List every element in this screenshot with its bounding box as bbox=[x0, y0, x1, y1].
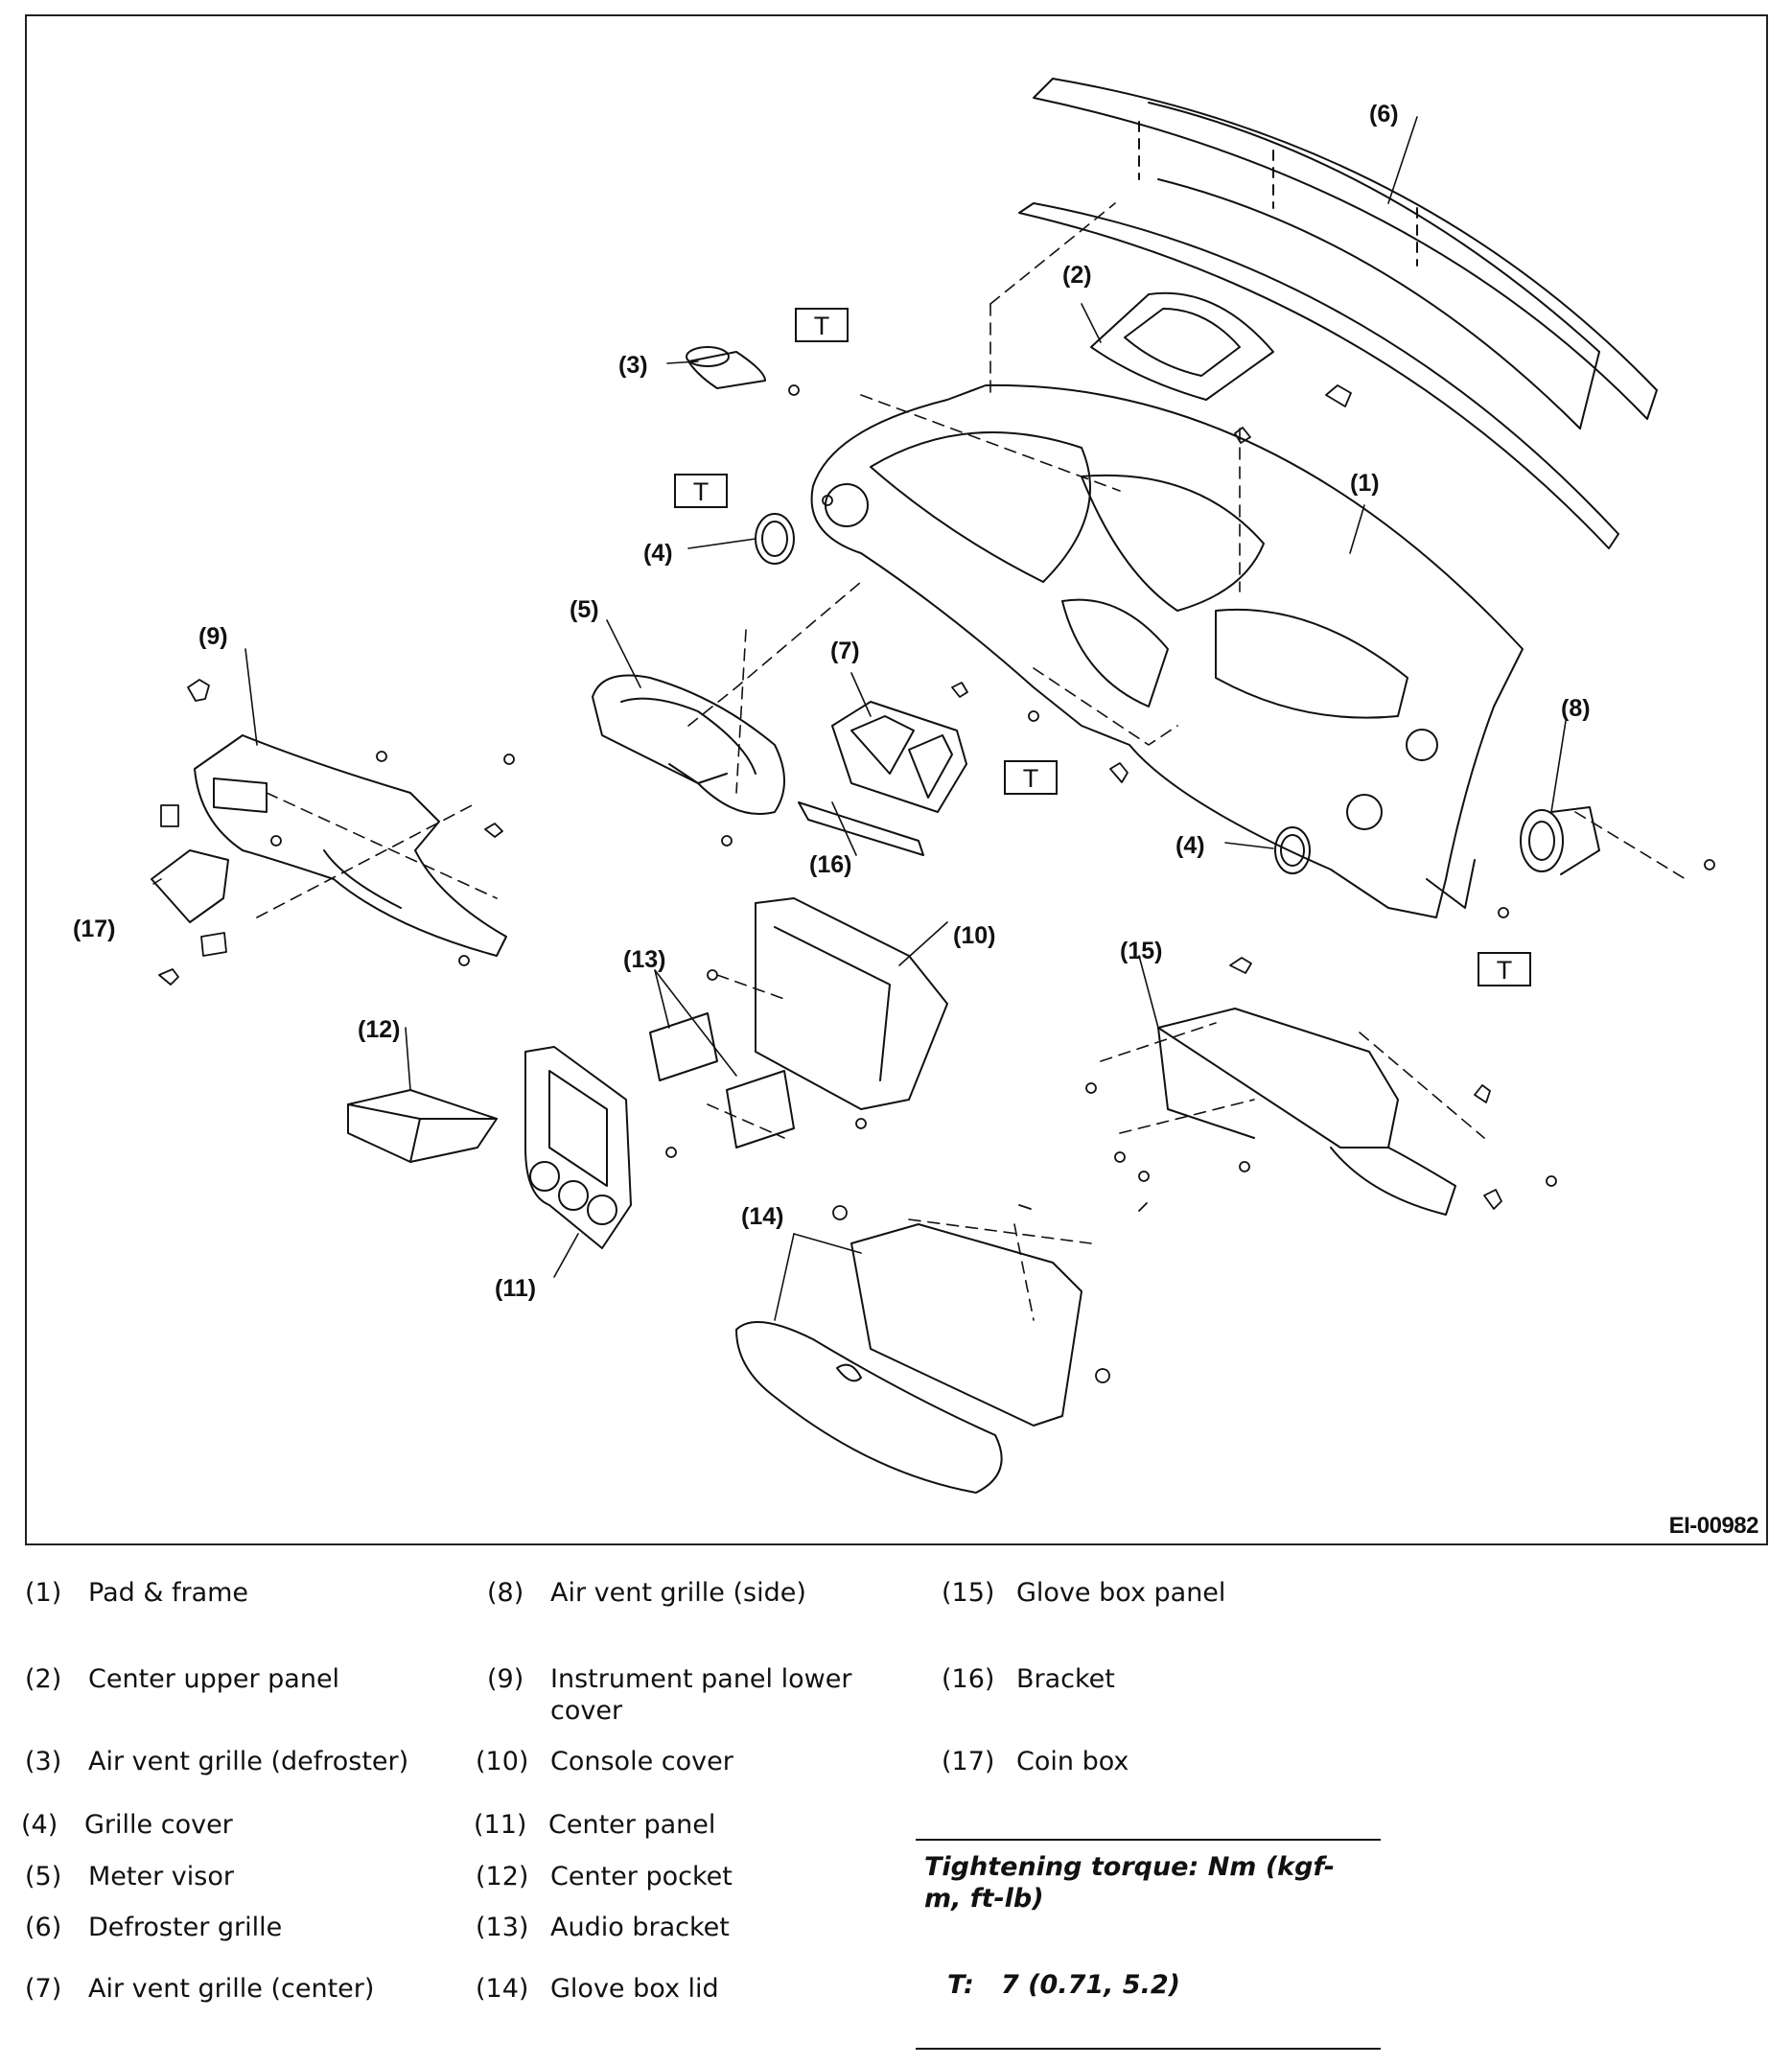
legend-item-15: (15)Glove box panel bbox=[942, 1578, 1226, 1608]
air-vent-grille-defroster-part bbox=[686, 346, 766, 389]
legend-item-10: (10)Console cover bbox=[476, 1747, 733, 1776]
torque-top-rule bbox=[916, 1839, 1381, 1841]
legend-item-13: (13)Audio bracket bbox=[476, 1913, 730, 1942]
exploded-diagram: T T T T (6) (2) (3) (1) (4) (5) (7) (9) … bbox=[73, 78, 1715, 1494]
torque-marker-3: T bbox=[1004, 760, 1058, 795]
legend-item-2: (2)Center upper panel bbox=[25, 1664, 340, 1694]
glove-box-panel-part bbox=[1157, 1008, 1456, 1216]
callout-5: (5) bbox=[570, 596, 599, 623]
exploded-view-figure: T T T T (6) (2) (3) (1) (4) (5) (7) (9) … bbox=[25, 14, 1768, 1545]
torque-bottom-rule bbox=[916, 2048, 1381, 2050]
legend-item-12: (12)Center pocket bbox=[476, 1862, 733, 1891]
legend-item-17: (17)Coin box bbox=[942, 1747, 1129, 1776]
callout-leader-lines bbox=[152, 116, 1567, 1321]
callout-1: (1) bbox=[1350, 470, 1380, 497]
svg-text:T: T bbox=[1023, 764, 1039, 793]
torque-spec: 7 (0.71, 5.2) bbox=[1001, 1970, 1180, 2000]
callout-16: (16) bbox=[809, 851, 851, 878]
torque-marker-1: T bbox=[795, 308, 849, 342]
torque-symbol: T: bbox=[947, 1970, 974, 2000]
air-vent-grille-center-part bbox=[831, 701, 967, 813]
svg-text:T: T bbox=[693, 477, 710, 506]
center-upper-panel-part bbox=[1090, 291, 1274, 401]
defroster-grille-part bbox=[1018, 78, 1658, 549]
center-pocket-part bbox=[347, 1089, 498, 1163]
legend-item-7: (7)Air vent grille (center) bbox=[25, 1974, 375, 2004]
callout-17: (17) bbox=[73, 916, 115, 942]
callout-12: (12) bbox=[358, 1016, 400, 1043]
torque-value: T: 7 (0.71, 5.2) bbox=[947, 1970, 1180, 2000]
instrument-panel-lower-cover-part bbox=[194, 734, 507, 957]
callout-2: (2) bbox=[1062, 262, 1092, 289]
callout-15: (15) bbox=[1120, 938, 1162, 964]
center-panel-part bbox=[524, 1046, 632, 1249]
legend-item-14: (14)Glove box lid bbox=[476, 1974, 719, 2004]
callout-9: (9) bbox=[198, 623, 228, 650]
svg-text:T: T bbox=[814, 312, 830, 340]
torque-marker-4: T bbox=[1478, 952, 1531, 986]
legend-item-5: (5)Meter visor bbox=[25, 1862, 234, 1891]
callout-4-left: (4) bbox=[643, 540, 673, 567]
svg-text:T: T bbox=[1497, 956, 1513, 985]
air-vent-grille-side-part bbox=[1520, 806, 1600, 875]
console-cover-part bbox=[755, 897, 948, 1110]
legend-item-1: (1)Pad & frame bbox=[25, 1578, 249, 1608]
leader-dashed-lines bbox=[256, 202, 1687, 1321]
legend-item-16: (16)Bracket bbox=[942, 1664, 1115, 1694]
bracket-part bbox=[798, 801, 924, 856]
callout-14: (14) bbox=[741, 1203, 783, 1230]
glove-box-lid-part bbox=[735, 1223, 1082, 1494]
torque-title: Tightening torque: Nm (kgf-m, ft-lb) bbox=[924, 1852, 1335, 1914]
pad-and-frame-part bbox=[810, 383, 1524, 918]
callout-10: (10) bbox=[953, 922, 995, 949]
callout-4-right: (4) bbox=[1175, 832, 1205, 859]
legend-item-9: (9)Instrument panel lower cover bbox=[487, 1664, 852, 1726]
legend-item-6: (6)Defroster grille bbox=[25, 1913, 283, 1942]
legend-item-4: (4)Grille cover bbox=[21, 1810, 233, 1840]
coin-box-part bbox=[151, 849, 229, 923]
torque-marker-2: T bbox=[674, 474, 728, 508]
legend-item-11: (11)Center panel bbox=[474, 1810, 716, 1840]
fastener-clips bbox=[158, 384, 1715, 1383]
callout-8: (8) bbox=[1561, 695, 1591, 722]
callout-13: (13) bbox=[623, 946, 665, 973]
callout-6: (6) bbox=[1369, 101, 1399, 128]
meter-visor-part bbox=[592, 674, 785, 815]
figure-id: EI-00982 bbox=[1668, 1513, 1759, 1539]
legend-item-8: (8)Air vent grille (side) bbox=[487, 1578, 806, 1608]
legend-item-3: (3)Air vent grille (defroster) bbox=[25, 1747, 409, 1776]
callout-7: (7) bbox=[830, 638, 860, 664]
audio-bracket-part bbox=[649, 1012, 795, 1149]
grille-cover-part bbox=[755, 513, 1311, 874]
callout-11: (11) bbox=[495, 1275, 536, 1302]
callout-3: (3) bbox=[618, 352, 648, 379]
